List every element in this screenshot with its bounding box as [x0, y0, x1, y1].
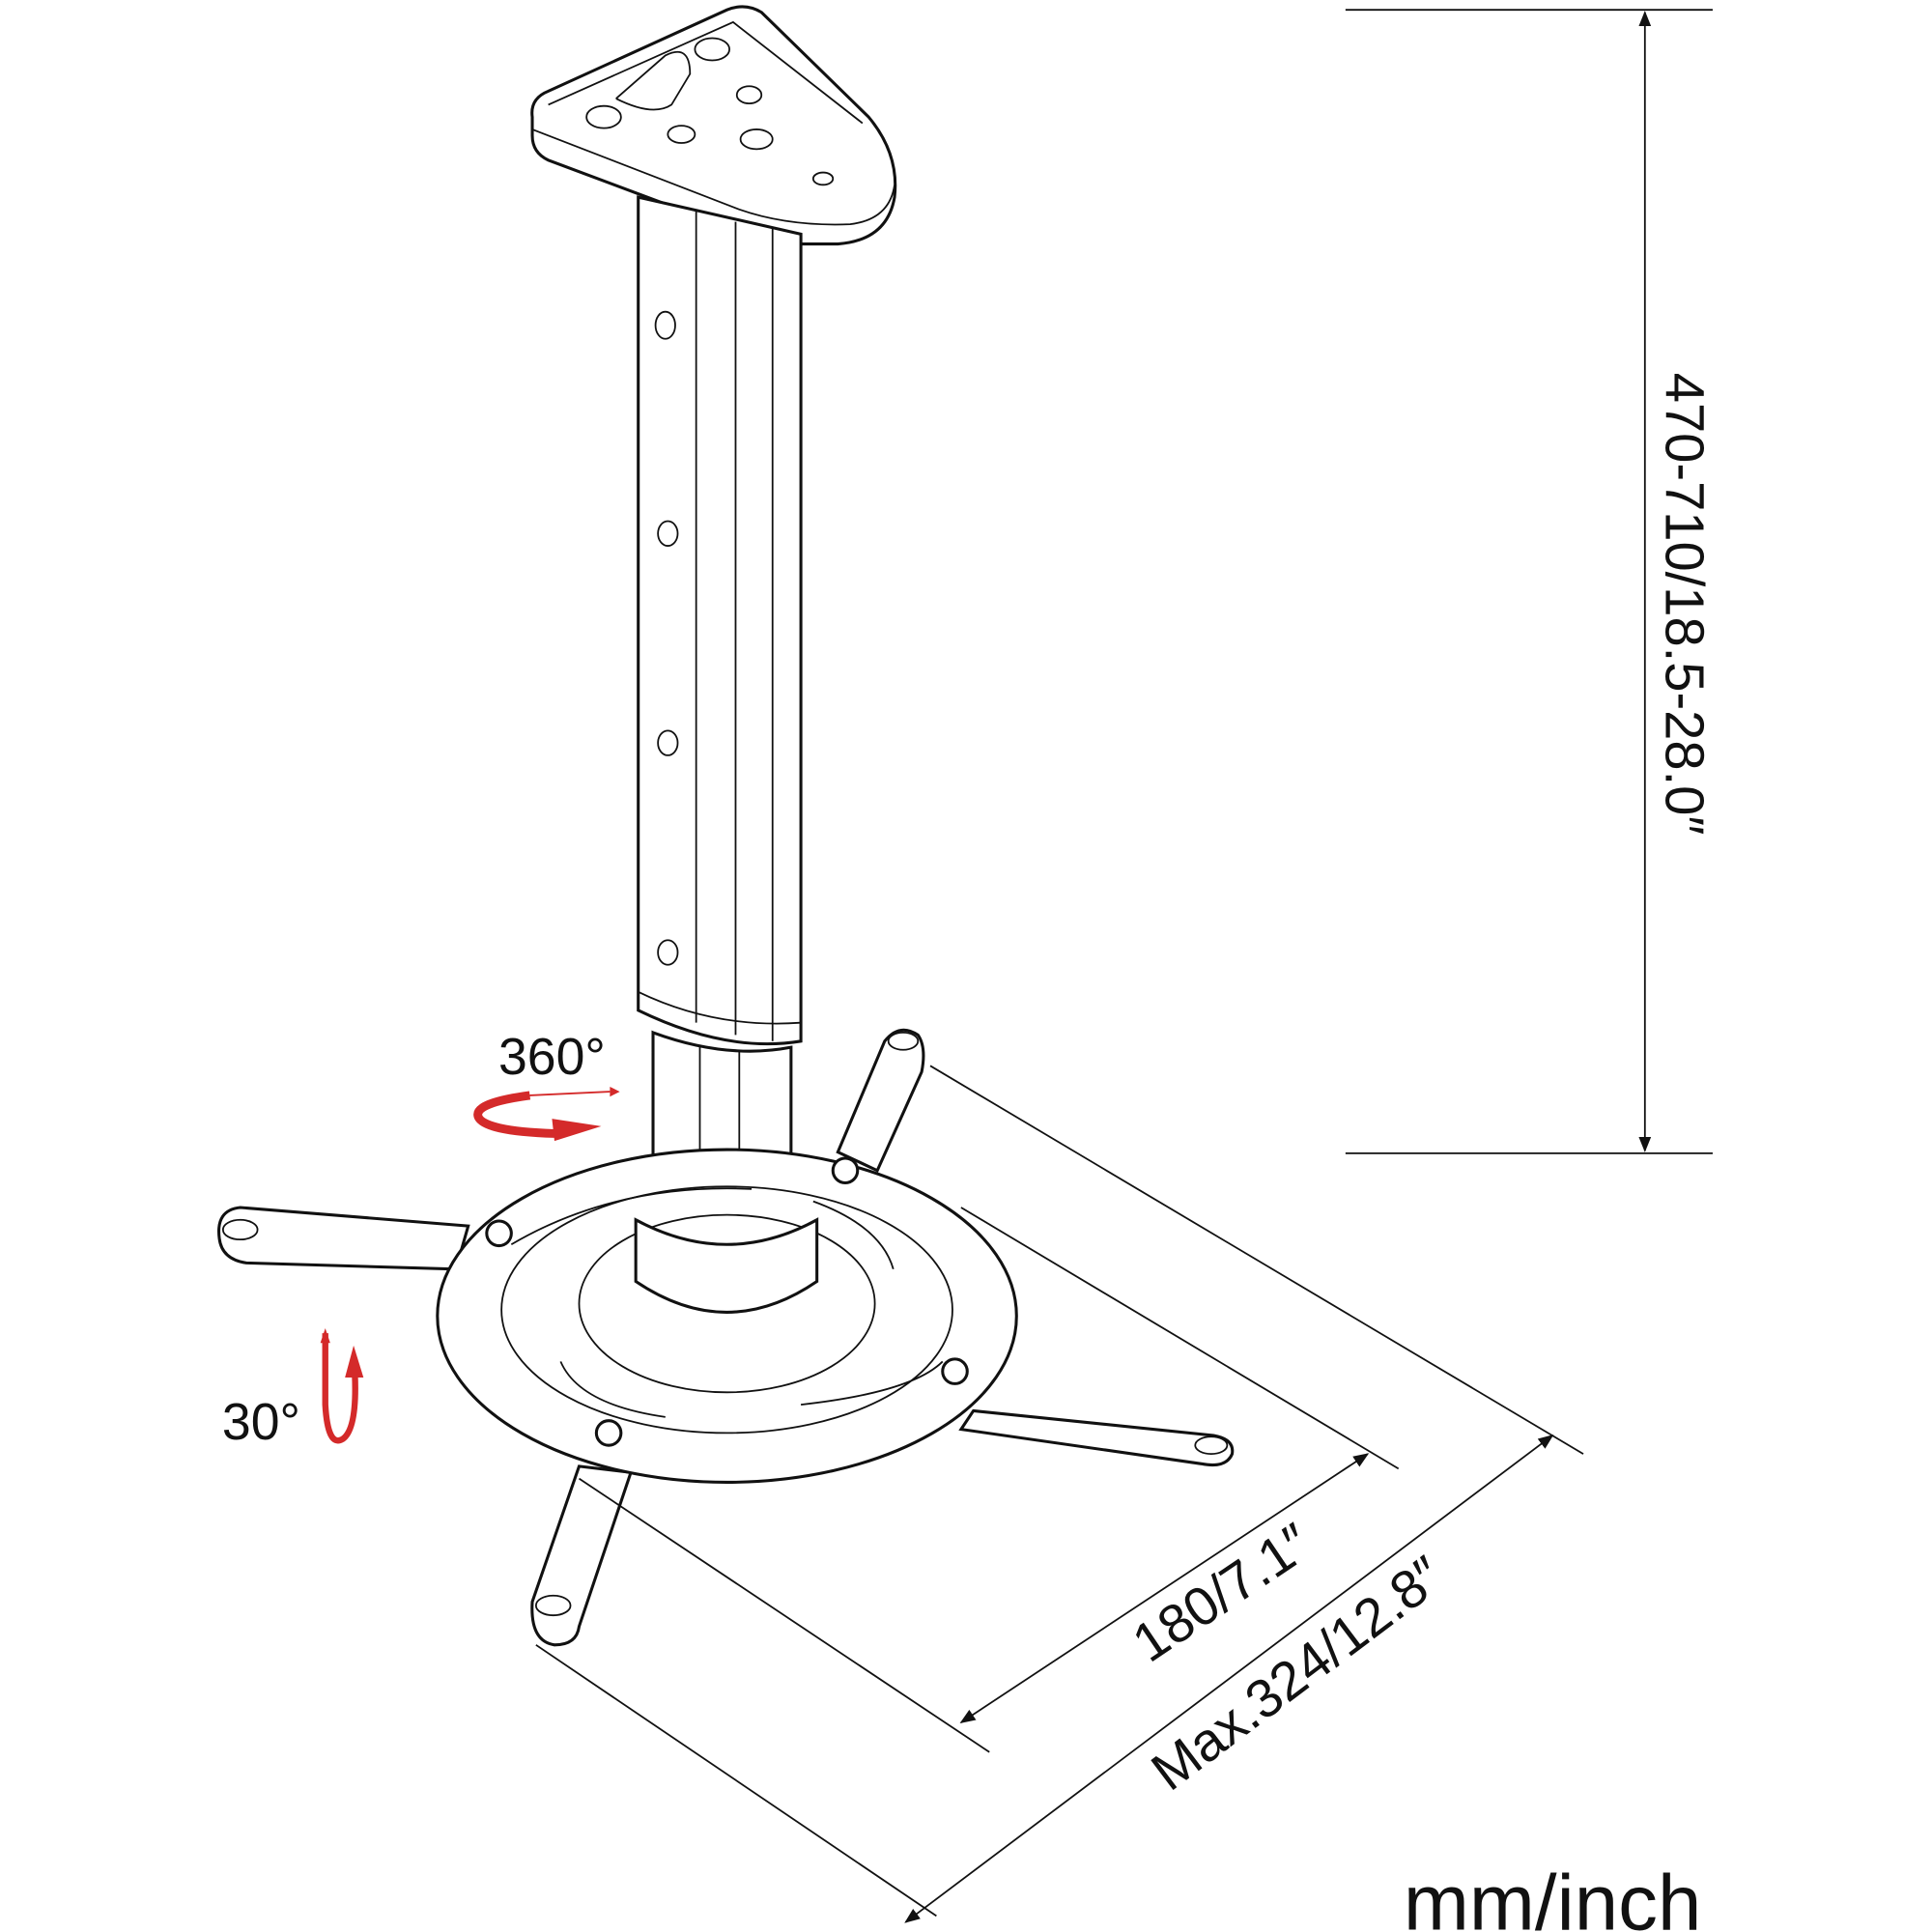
width-dimensions: [535, 1065, 1584, 1923]
ceiling-plate: [530, 5, 897, 246]
base-plate: [436, 1148, 1018, 1484]
tilt-arrow-icon: [320, 1328, 364, 1444]
tilt-label: 30°: [222, 1394, 300, 1451]
height-range-label: 470-710/18.5-28.0″: [1654, 373, 1715, 835]
units-label: mm/inch: [1404, 1859, 1701, 1932]
rotation-arrow-icon: [473, 1087, 620, 1142]
telescopic-pole: [637, 195, 803, 1259]
height-dimension: [1345, 9, 1713, 1154]
rotation-label: 360°: [498, 1029, 606, 1086]
